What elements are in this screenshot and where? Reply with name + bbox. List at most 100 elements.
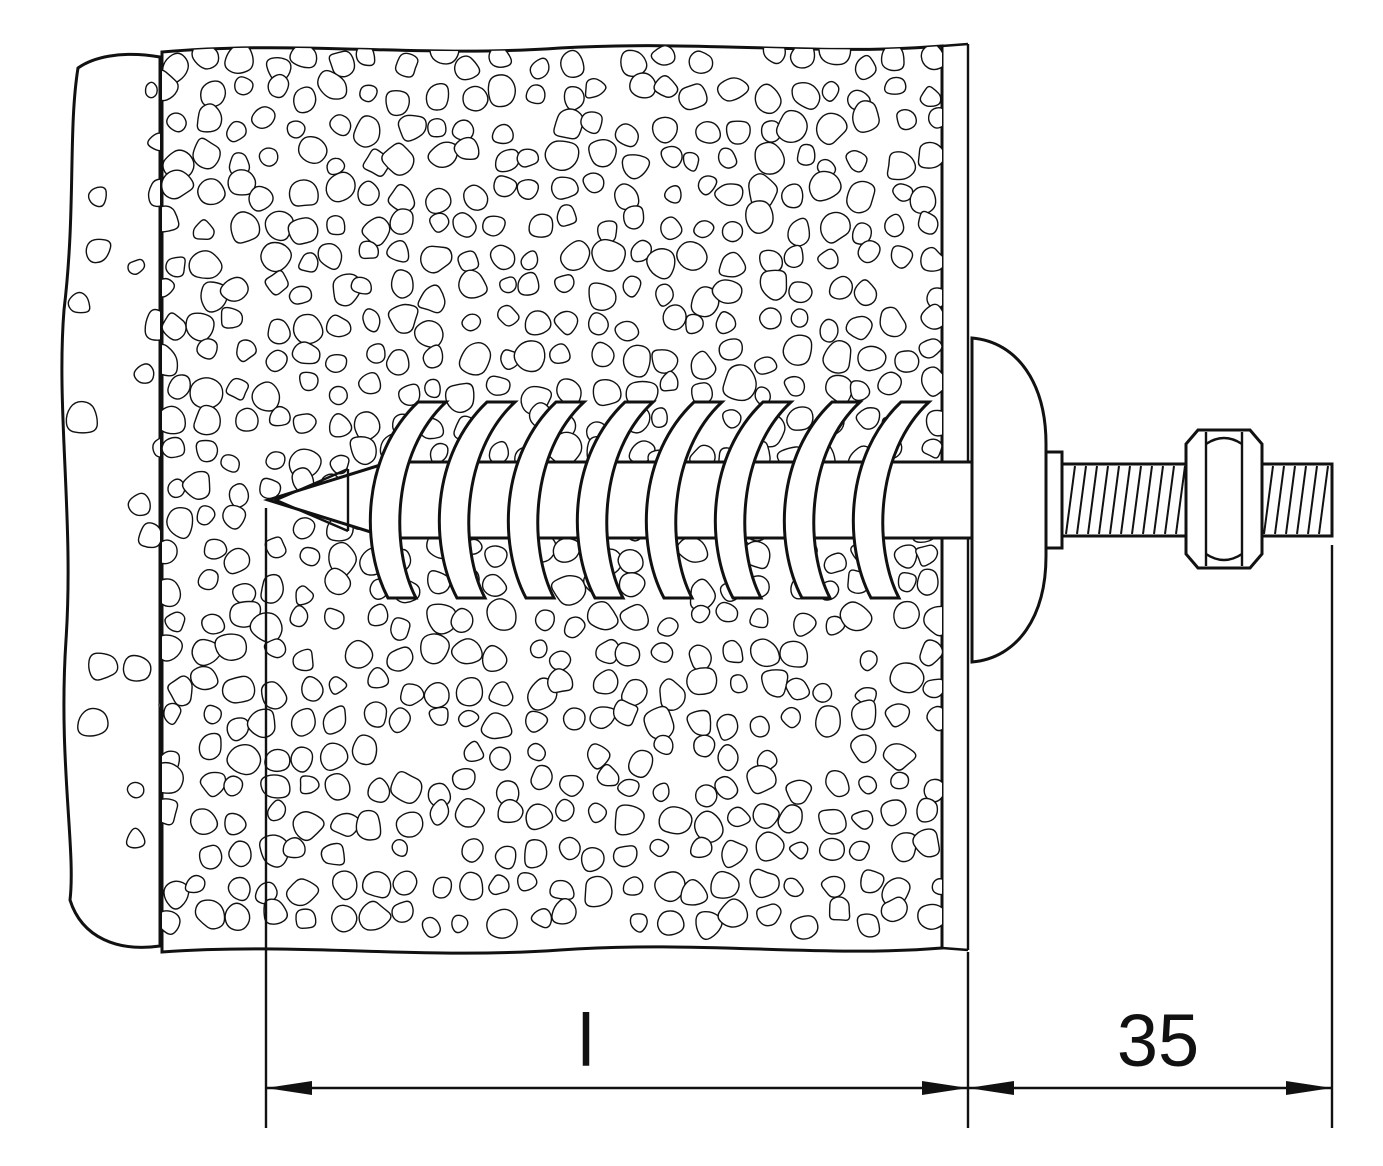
pebble — [388, 707, 411, 734]
pebble — [147, 132, 160, 152]
pebble — [263, 638, 287, 659]
pebble — [789, 45, 816, 69]
thread-line — [1164, 465, 1175, 535]
pebble — [328, 385, 349, 406]
pebble — [678, 83, 708, 111]
pebble — [392, 870, 418, 896]
pebble — [650, 45, 676, 66]
pebble — [588, 282, 617, 312]
pebble — [144, 81, 158, 99]
pebble — [550, 176, 579, 200]
pebble — [147, 178, 160, 208]
pebble — [650, 407, 668, 428]
pebble — [775, 109, 808, 144]
pebble — [200, 80, 227, 108]
pebble — [828, 275, 854, 300]
pebble — [429, 798, 450, 826]
pebble — [194, 899, 226, 930]
pebble — [690, 350, 717, 380]
pebble — [152, 435, 160, 458]
pebble — [884, 703, 911, 728]
pebble — [326, 215, 346, 236]
pebble — [685, 313, 704, 335]
pebble — [399, 683, 425, 707]
pebble — [387, 303, 419, 334]
pebble — [822, 339, 852, 374]
pebble — [710, 870, 740, 899]
pebble — [184, 874, 206, 894]
pebble — [819, 318, 839, 343]
pebble — [689, 578, 716, 611]
pebble — [652, 782, 670, 803]
pebble — [918, 338, 942, 359]
pebble — [225, 377, 250, 401]
pebble — [591, 341, 615, 368]
pebble — [328, 413, 353, 438]
pebble — [258, 147, 279, 167]
pebble — [391, 838, 409, 857]
pebble — [196, 338, 218, 360]
pebble — [714, 183, 744, 207]
pebble — [715, 601, 739, 623]
pebble — [133, 363, 155, 384]
pebble — [534, 609, 556, 632]
pebble — [588, 138, 617, 168]
pebble — [525, 84, 546, 105]
pebble — [163, 880, 190, 910]
pebble — [122, 654, 152, 682]
arrowhead-right-35 — [1286, 1081, 1332, 1095]
pebble — [362, 308, 381, 333]
pebble — [562, 707, 586, 731]
pebble — [162, 343, 179, 377]
pebble — [663, 185, 682, 204]
pebble — [198, 844, 223, 870]
pebble — [722, 639, 744, 664]
pebble — [622, 344, 651, 378]
pebble — [203, 704, 223, 725]
dome-cap — [970, 336, 1048, 664]
pebble — [622, 876, 644, 896]
pebble — [520, 250, 539, 271]
arrowhead-right-l — [922, 1081, 968, 1095]
pebble — [897, 572, 917, 593]
pebble — [584, 875, 613, 908]
pebble — [694, 784, 718, 808]
pebble — [852, 100, 880, 133]
pebble — [622, 275, 642, 298]
pebble — [486, 908, 518, 939]
pebble — [716, 713, 739, 741]
pebble — [224, 45, 254, 75]
pebble — [386, 239, 410, 263]
pebble — [234, 76, 254, 96]
pebble — [880, 799, 907, 827]
pebble — [188, 250, 223, 280]
pebble — [920, 366, 942, 397]
pebble — [164, 611, 186, 633]
pebble — [232, 582, 257, 605]
pebble — [686, 667, 718, 696]
pebble — [516, 178, 540, 200]
pebble — [726, 806, 751, 828]
pebble — [85, 238, 112, 264]
pebble — [553, 108, 584, 140]
pebble — [264, 269, 289, 296]
pebble — [759, 269, 788, 301]
pebble — [420, 245, 453, 274]
pebble — [193, 404, 221, 436]
pebble — [461, 838, 484, 863]
pebble — [790, 308, 809, 328]
pebble — [451, 914, 469, 934]
pebble — [162, 169, 195, 200]
pebble — [331, 870, 358, 901]
pebble — [428, 706, 449, 726]
pebble — [167, 374, 191, 400]
pebble — [267, 73, 290, 99]
pebble — [714, 775, 739, 800]
pebble — [931, 878, 942, 896]
pebble — [758, 307, 782, 330]
pebble — [580, 847, 605, 873]
pebble — [693, 734, 716, 758]
pebble — [548, 650, 572, 671]
